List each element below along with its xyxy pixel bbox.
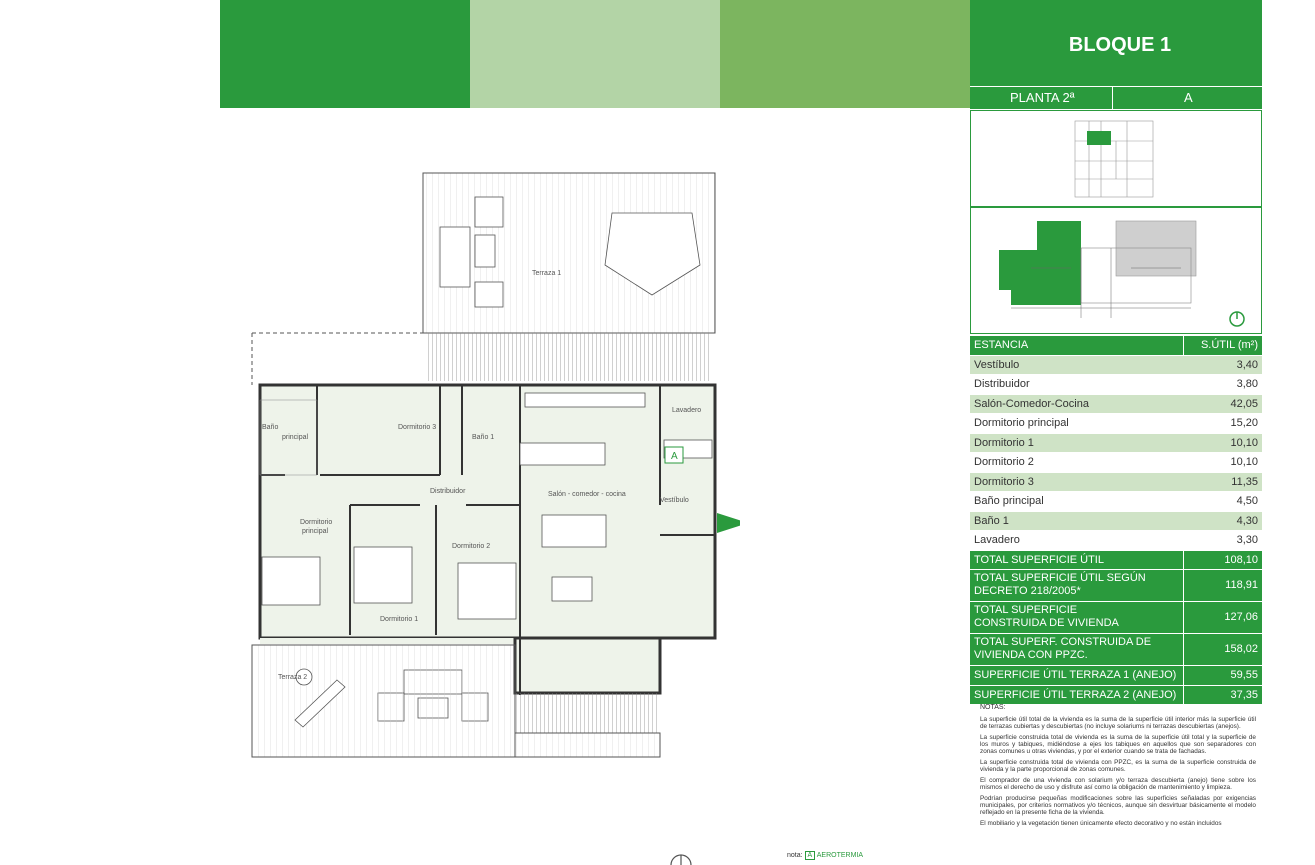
- floor-plan: Terraza 1 Dormitorio 3 Baño principal Ba…: [251, 172, 740, 758]
- note-item: La superficie construida total de vivien…: [980, 759, 1256, 773]
- label-terrace-1: Terraza 1: [532, 270, 561, 277]
- total-name: SUPERFICIE ÚTIL TERRAZA 2 (ANEJO): [974, 688, 1177, 701]
- total-row: SUPERFICIE ÚTIL TERRAZA 1 (ANEJO) 59,55: [970, 666, 1262, 686]
- total-area: 108,10: [1224, 553, 1258, 566]
- col-room: ESTANCIA: [974, 339, 1029, 351]
- legend: nota: A AEROTERMIA: [787, 851, 863, 860]
- notes: NOTAS: La superficie útil total de la vi…: [980, 704, 1256, 831]
- room-area: 10,10: [1230, 456, 1258, 468]
- aerothermia-badge-label: A: [671, 451, 678, 462]
- table-row: Vestíbulo 3,40: [970, 355, 1262, 375]
- table-header: ESTANCIA S.ÚTIL (m²): [970, 336, 1262, 356]
- note-item: La superficie útil total de la vivienda …: [980, 716, 1256, 730]
- header-band-mid: [720, 0, 970, 108]
- table-row: Dormitorio 2 10,10: [970, 453, 1262, 473]
- note-item: El comprador de una vivienda con solariu…: [980, 777, 1256, 791]
- note-item: El mobiliario y la vegetación tienen úni…: [980, 820, 1222, 827]
- note-item: La superficie construida total de vivien…: [980, 734, 1256, 755]
- north-arrow-icon: [670, 854, 692, 865]
- block-title: BLOQUE 1: [1068, 34, 1172, 56]
- umbrella-icon: [604, 212, 701, 296]
- site-key-plan-drawing: [1074, 120, 1154, 198]
- table-row: Dormitorio 3 11,35: [970, 472, 1262, 492]
- terrace-2: [251, 644, 516, 758]
- room-name: Distribuidor: [974, 378, 1030, 390]
- floor-key-plan-drawing: [999, 220, 1245, 327]
- total-area: 158,02: [1224, 643, 1258, 655]
- room-name: Baño principal: [974, 495, 1044, 507]
- room-area: 4,30: [1236, 514, 1258, 527]
- label-hall: Distribuidor: [430, 488, 466, 495]
- table-row: Distribuidor 3,80: [970, 375, 1262, 395]
- header-band-green: [220, 0, 470, 108]
- total-row: TOTAL SUPERFICIE ÚTIL 108,10: [970, 550, 1262, 570]
- room-name: Dormitorio 1: [974, 436, 1034, 449]
- table-row: Dormitorio 1 10,10: [970, 433, 1262, 453]
- label-bedroom-1: Dormitorio 1: [380, 616, 418, 623]
- floor-label: PLANTA 2ª: [1010, 90, 1075, 105]
- room-area: 10,10: [1230, 436, 1258, 449]
- room-name: Dormitorio 3: [974, 475, 1034, 488]
- room-name: Lavadero: [974, 534, 1020, 546]
- room-name: Baño 1: [974, 514, 1009, 527]
- entrance-arrow-icon: [717, 513, 740, 533]
- label-bedroom-2: Dormitorio 2: [452, 543, 490, 550]
- label-laundry: Lavadero: [672, 407, 701, 414]
- room-area: 42,05: [1230, 397, 1258, 410]
- col-area: S.ÚTIL (m²): [1200, 339, 1258, 351]
- table-row: Baño principal 4,50: [970, 492, 1262, 512]
- terrace-1-covered: [426, 333, 712, 381]
- room-area: 3,40: [1236, 358, 1258, 371]
- label-main-bath-2: principal: [282, 434, 309, 441]
- label-bath-1: Baño 1: [472, 434, 494, 441]
- label-master-1: Dormitorio: [300, 519, 332, 526]
- room-area: 15,20: [1230, 417, 1258, 429]
- room-area: 4,50: [1236, 495, 1258, 507]
- legend-prefix: nota:: [787, 852, 803, 859]
- table-row: Lavadero 3,30: [970, 531, 1262, 551]
- table-row: Baño 1 4,30: [970, 511, 1262, 531]
- floor-unit-row: PLANTA 2ª A: [970, 86, 1262, 109]
- room-name: Vestíbulo: [974, 358, 1020, 371]
- notes-title: NOTAS:: [980, 704, 1006, 711]
- total-area: 59,55: [1230, 669, 1258, 681]
- total-area: 127,06: [1224, 611, 1258, 623]
- table-row: Salón-Comedor-Cocina 42,05: [970, 394, 1262, 414]
- room-area: 3,30: [1236, 534, 1258, 546]
- label-main-bath-1: Baño: [262, 424, 278, 431]
- note-item: Podrían producirse pequeñas modificacion…: [980, 795, 1256, 816]
- floor-divider: [1112, 87, 1113, 109]
- total-name: TOTAL SUPERFICIE ÚTIL: [974, 553, 1104, 566]
- unit-label: A: [1184, 90, 1193, 105]
- total-row: SUPERFICIE ÚTIL TERRAZA 2 (ANEJO) 37,35: [970, 685, 1262, 705]
- label-terrace-2: Terraza 2: [278, 674, 307, 681]
- legend-badge: A: [804, 851, 816, 860]
- table-row: Dormitorio principal 15,20: [970, 414, 1262, 434]
- label-master-2: principal: [302, 528, 329, 535]
- header-band-light: [470, 0, 720, 108]
- label-vestibule: Vestíbulo: [660, 497, 689, 504]
- room-area: 11,35: [1231, 475, 1258, 488]
- label-living: Salón - comedor - cocina: [548, 491, 626, 498]
- total-area: 118,91: [1225, 579, 1258, 591]
- site-key-plan: [970, 110, 1262, 207]
- total-name: SUPERFICIE ÚTIL TERRAZA 1 (ANEJO): [974, 669, 1177, 681]
- aerothermia-badge: [664, 446, 684, 464]
- room-area: 3,80: [1236, 378, 1258, 390]
- room-name: Dormitorio principal: [974, 417, 1069, 429]
- floor-key-plan: [970, 207, 1262, 334]
- header-band-title: [970, 0, 1262, 86]
- label-bedroom-3: Dormitorio 3: [398, 424, 436, 431]
- room-name: Salón-Comedor-Cocina: [974, 397, 1089, 410]
- total-area: 37,35: [1230, 688, 1258, 701]
- legend-text: AEROTERMIA: [816, 852, 864, 859]
- room-name: Dormitorio 2: [974, 456, 1034, 468]
